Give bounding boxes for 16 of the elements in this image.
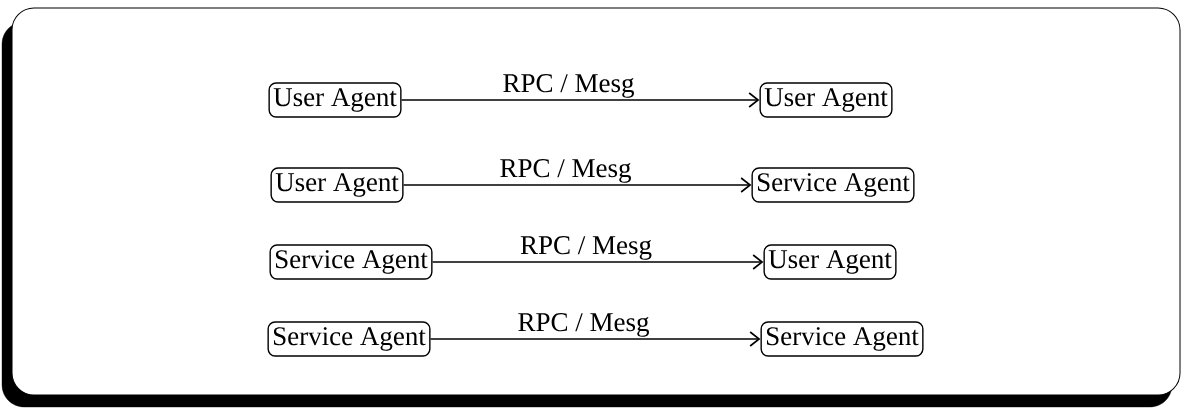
agent-box: User Agent bbox=[759, 82, 893, 118]
edge-label: RPC / Mesg bbox=[503, 74, 634, 98]
edge-label: RPC / Mesg bbox=[518, 313, 649, 337]
arrow bbox=[400, 92, 760, 108]
edge-label: RPC / Mesg bbox=[500, 159, 631, 183]
agent-box: Service Agent bbox=[751, 167, 915, 203]
arrow bbox=[429, 331, 761, 347]
agent-box: User Agent bbox=[270, 167, 404, 203]
agent-box: Service Agent bbox=[267, 321, 431, 357]
edge-label: RPC / Mesg bbox=[520, 236, 652, 260]
arrow bbox=[402, 177, 752, 193]
agent-box: User Agent bbox=[268, 82, 402, 118]
agent-box: Service Agent bbox=[760, 321, 924, 357]
agent-box: Service Agent bbox=[269, 244, 433, 280]
arrow bbox=[431, 254, 764, 270]
agent-box: User Agent bbox=[763, 244, 897, 280]
